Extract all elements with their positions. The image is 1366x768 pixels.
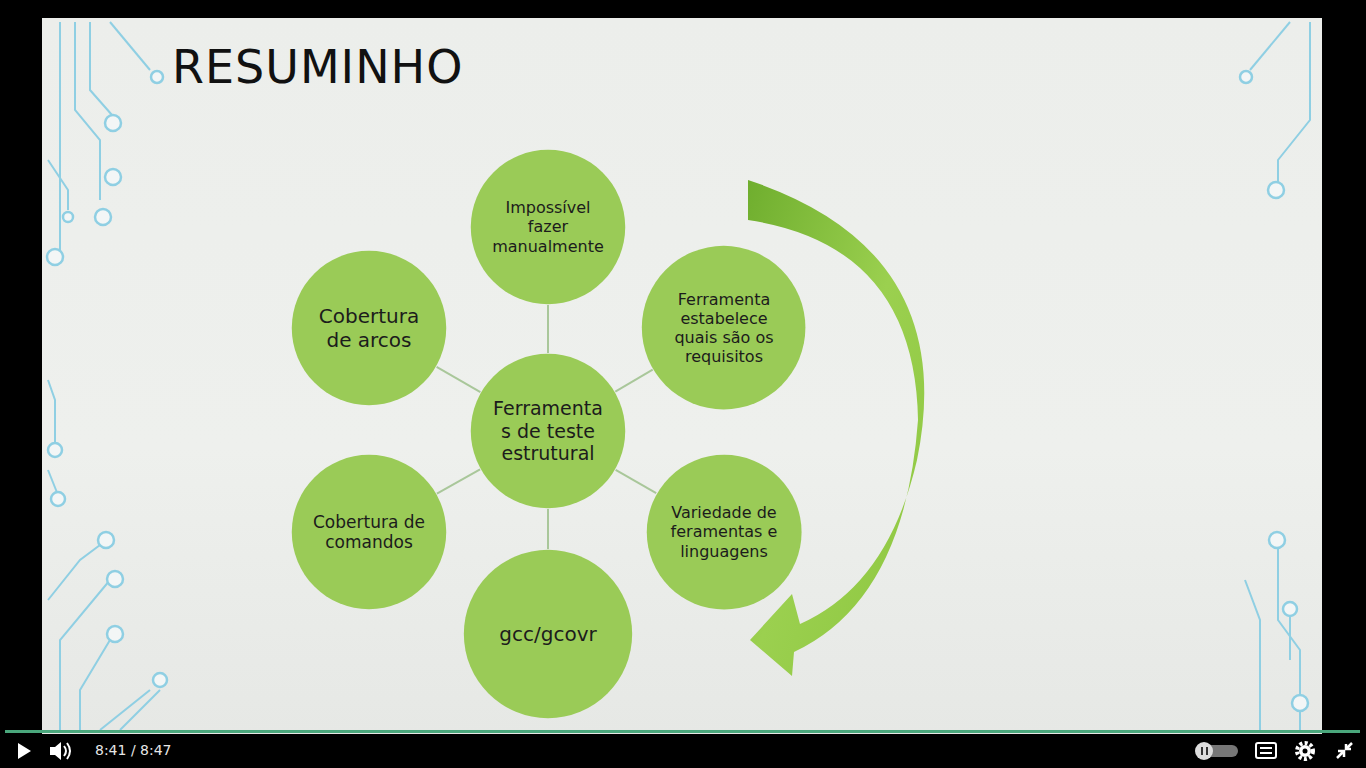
topic-circle: Impossível fazer manualmente [470,149,626,305]
circuit-dots [47,71,1308,711]
circle-label: Ferramenta estabelece quais são os requi… [660,290,788,367]
volume-icon [50,742,70,760]
hub-connector [437,469,480,493]
hub-connector [547,305,549,353]
circle-label: Variedade de feramentas e linguagens [660,503,788,561]
circle-fill [471,150,625,304]
circle-fill [647,455,802,610]
topic-circle: Ferramentas de teste estrutural [470,353,626,509]
circle-label: Cobertura de comandos [310,512,428,553]
circle-label: gcc/gcovr [478,622,618,646]
hub-connector [615,370,652,392]
progress-bar [5,730,1360,733]
topic-circle: Variedade de feramentas e linguagens [646,454,802,610]
settings-icon [1297,743,1313,759]
topic-circle: Ferramenta estabelece quais são os requi… [641,245,806,410]
circle-fill [642,246,806,410]
circle-label: Ferramentas de teste estrutural [489,397,607,465]
slide-title: RESUMINHO [172,40,463,94]
circle-label: Cobertura de arcos [307,304,431,352]
play-icon [18,743,31,759]
circuit-lines [48,22,1310,730]
hub-connector [547,509,549,549]
circle-fill [464,550,632,718]
topic-circle: Cobertura de arcos [291,250,447,406]
toggle-icon [1195,742,1238,760]
curved-arrow [748,180,924,676]
circle-label: Impossível fazer manualmente [489,198,607,256]
circle-fill [292,251,446,405]
hub-connector [616,470,657,493]
topic-circle: gcc/gcovr [463,549,633,719]
hub-connector [437,367,481,392]
circle-fill [292,455,446,609]
topic-circle: Cobertura de comandos [291,454,447,610]
exit-fullscreen-icon [1337,743,1352,758]
captions-icon [1256,743,1276,758]
circle-fill [471,354,625,508]
time-display: 8:41 / 8:47 [95,742,172,758]
